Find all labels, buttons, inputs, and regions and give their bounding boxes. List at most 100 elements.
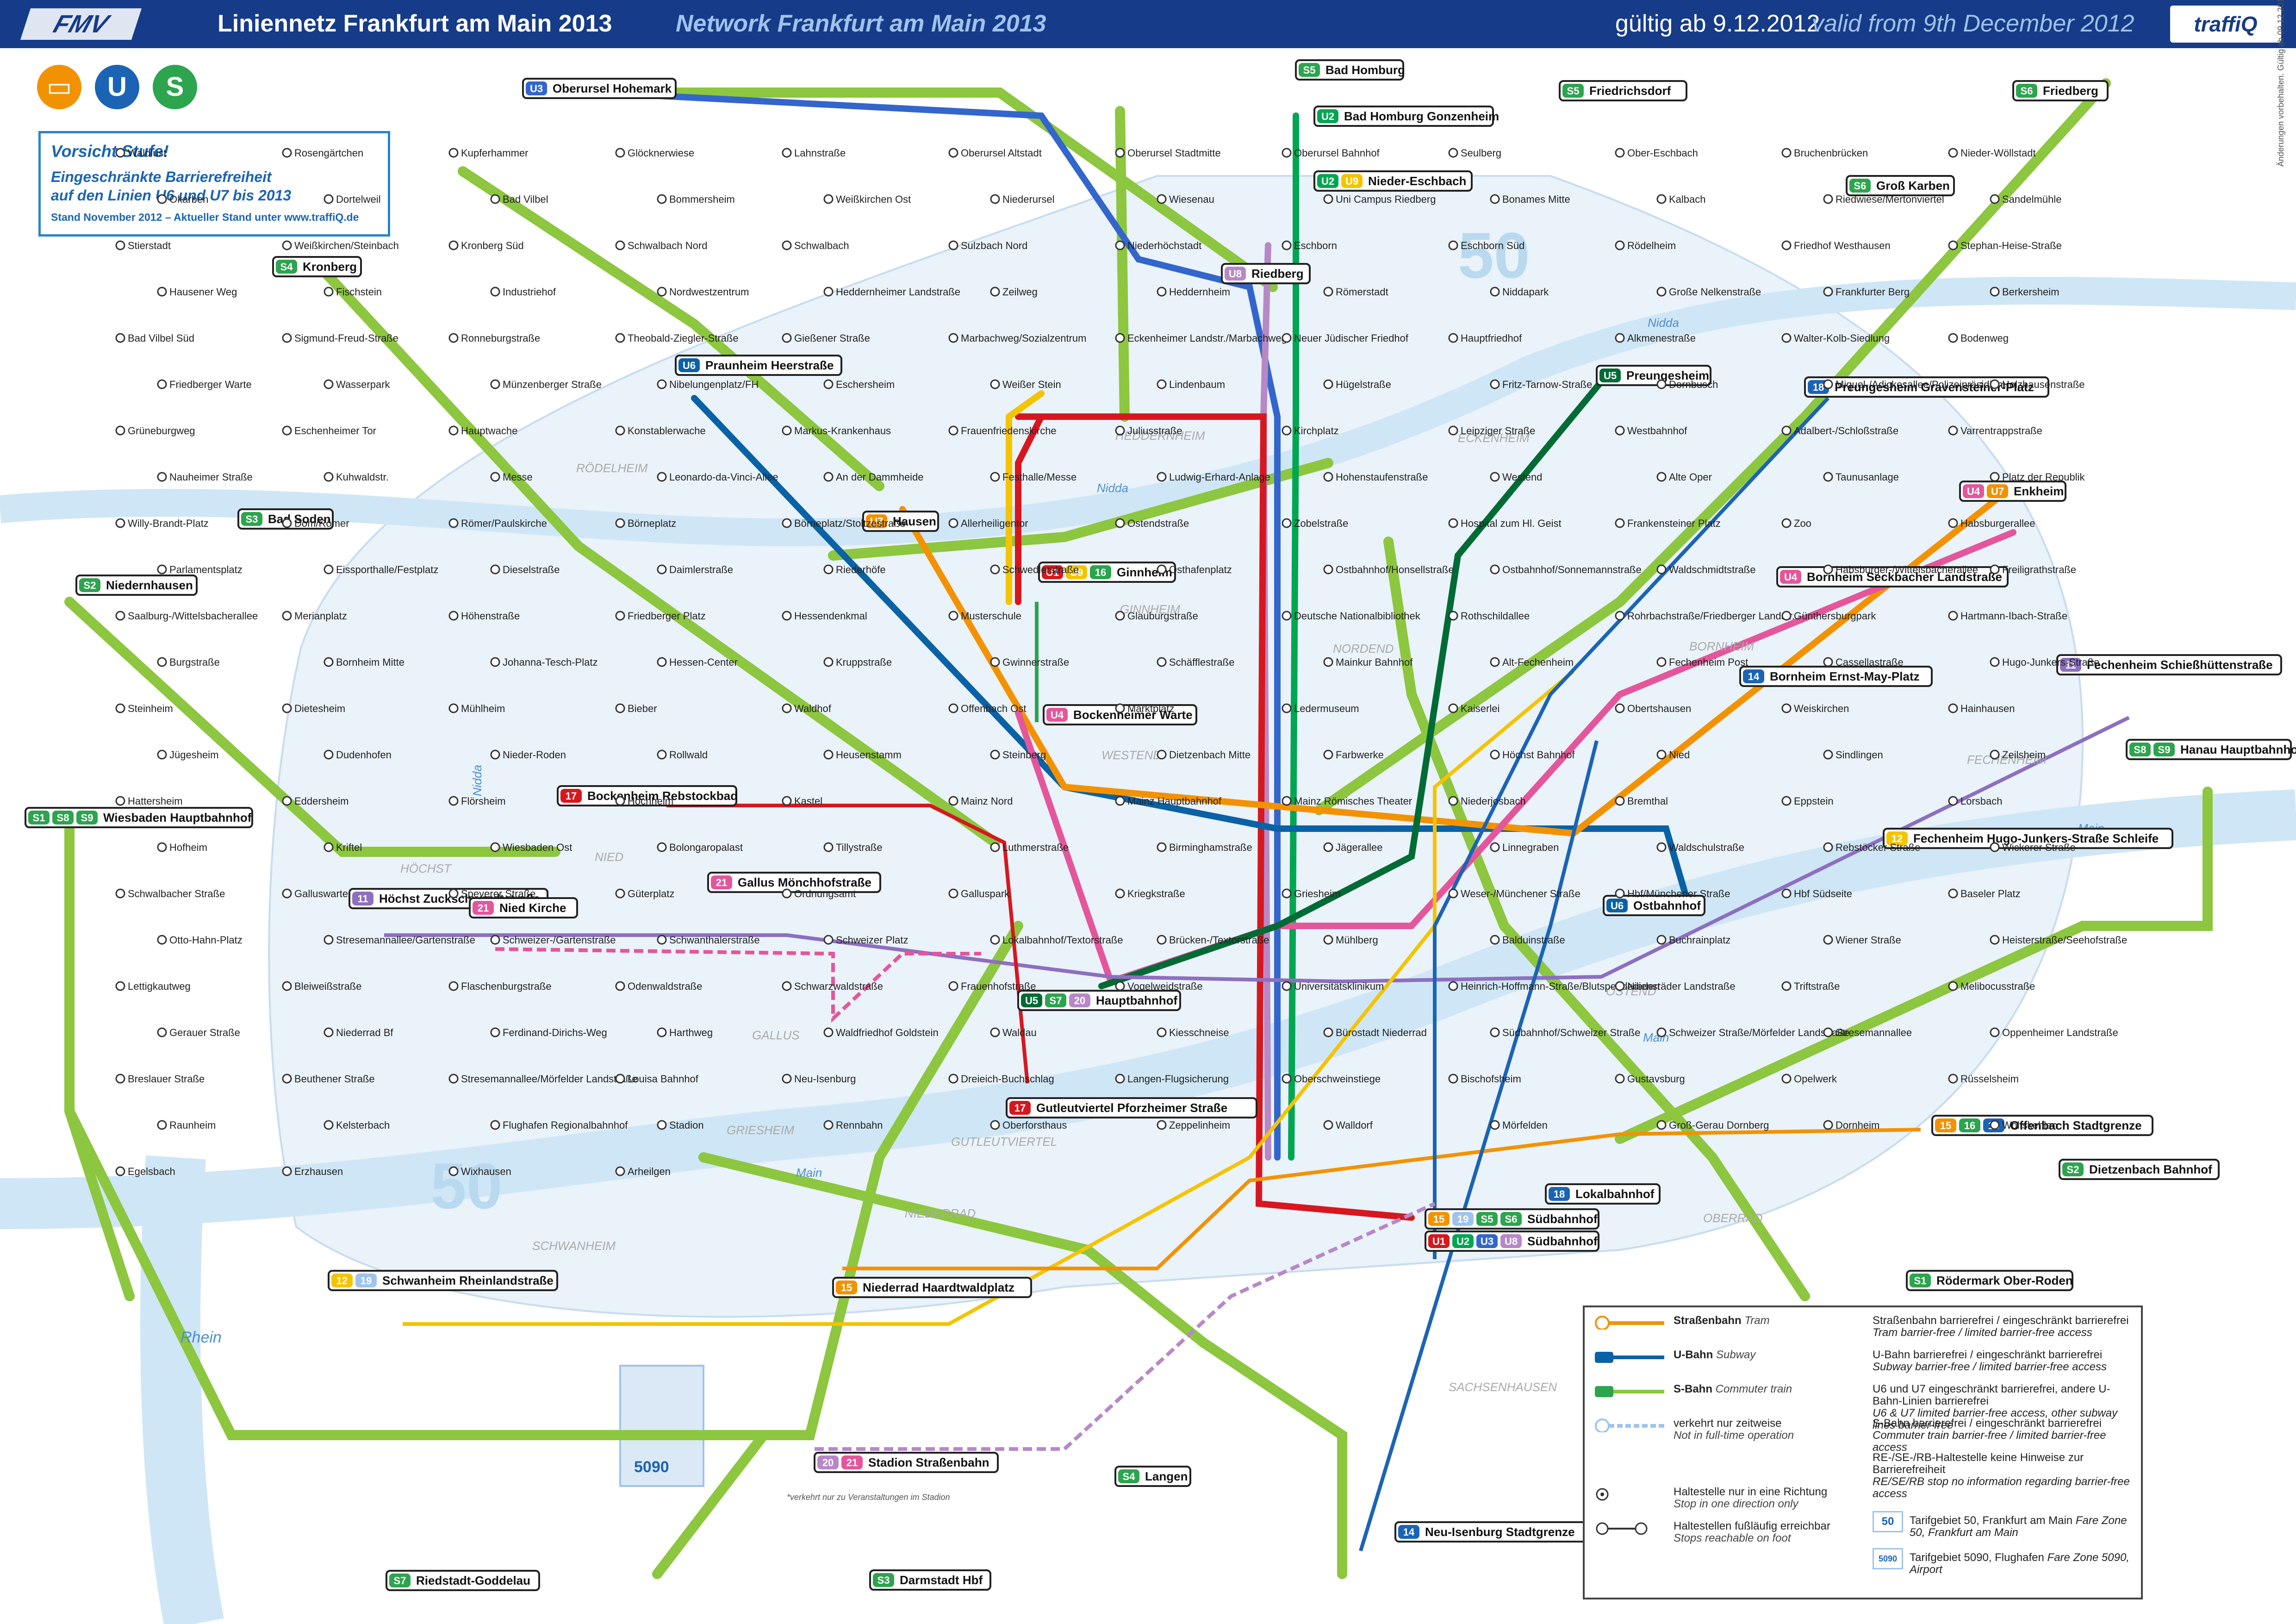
line-badge-label: 21 [478,902,489,914]
station-stop [1781,1074,1792,1084]
station-name: Breslauer Straße [128,1073,205,1085]
terminus-frame [469,897,578,918]
station-stop [1323,842,1333,852]
station-name: Leonardo-da-Vinci-Allee [669,471,778,483]
station-name: Schwarzwaldstraße [794,981,883,992]
stadium-note: *verkehrt nur zu Veranstaltungen im Stad… [787,1493,950,1502]
terminus-name: Bad Soden [268,512,331,526]
station-stop [1490,750,1500,760]
station-stop [324,1027,334,1037]
station-stop [1781,425,1792,436]
area-label: GRIESHEIM [727,1123,794,1137]
line-badge [2016,84,2037,98]
station-name: Weser-/Münchener Straße [1461,888,1580,899]
station-name: Sandelmühle [2002,194,2061,205]
station-name: Ostbahnhof/Honsellstraße [1336,564,1454,575]
zone-50-label: 50 [430,1149,503,1222]
header: FMV Liniennetz Frankfurt am Main 2013 Ne… [0,0,2296,48]
ubahn-mode-icon: U [95,65,139,109]
station-stop [1990,657,2000,667]
line-badge-label: S4 [280,261,293,273]
station-stop [782,611,792,621]
station-name: Willy-Brandt-Platz [128,518,209,529]
sbahn-lines [64,78,2213,1579]
station-name: Arheilgen [628,1166,671,1177]
station-stop [1781,981,1792,991]
area-label: OBERRAD [1703,1211,1763,1225]
terminus-name: Südbahnhof [1527,1234,1598,1248]
area-label: SACHSENHAUSEN [1449,1380,1557,1394]
station-stop [990,194,1000,204]
station-stop [1490,1120,1500,1130]
legend-zone5090: Tarifgebiet 5090, Flughafen [1910,1551,2044,1564]
terminus-name: Hanau Hauptbahnhof [2180,743,2296,756]
station-name: Wolfskehlen [2002,1119,2057,1131]
station-stop [948,425,958,436]
station-name: Oberursel Altstadt [961,147,1042,159]
station-stop [282,240,292,250]
terminus-name: Bockenheim Rebstockbad [587,789,738,803]
station-name: Bonames Mitte [1502,194,1570,205]
station-stop [1781,888,1792,899]
river-label: Main [796,1166,822,1180]
terminus-name: Kronberg [303,260,357,274]
station-stop [782,518,792,528]
station-stop [1615,518,1625,528]
station-stop [823,935,834,945]
station-stop [1282,425,1292,436]
station-stop [615,611,625,621]
station-stop [1157,750,1167,760]
area-label: GINNHEIM [1120,602,1180,616]
line-badge-label: S6 [2021,85,2033,97]
station-stop [324,287,334,297]
station-stop [448,888,459,899]
station-name: Bleiweißstraße [294,981,361,992]
station-stop [1157,842,1167,852]
station-stop [1115,240,1125,250]
station-stop [448,1166,459,1176]
station-stop [1823,287,1833,297]
station-stop [948,148,958,158]
line-badge [678,358,700,372]
station-stop [615,240,625,250]
area-label: BORNHEIM [1689,639,1754,653]
terminus-name: Riedstadt-Goddelau [416,1574,530,1587]
line-badge-label: S5 [1567,85,1580,97]
station-name: Hofheim [169,842,207,853]
station-stop [615,703,625,713]
line-badge-label: U2 [1321,175,1334,187]
station-stop [657,287,667,297]
station-name: Brücken-/Textorstraße [1169,934,1269,946]
station-name: Schäfflestraße [1169,656,1234,668]
station-stop [1448,333,1458,343]
station-stop [615,981,625,991]
station-name: Neuer Jüdischer Friedhof [1294,332,1409,344]
station-name: Zoo [1794,518,1811,529]
station-stop [1781,333,1792,343]
station-stop [1781,518,1792,528]
terminus-name: Bornheim Ernst-May-Platz [1770,669,1920,683]
station-stop [1615,1074,1625,1084]
terminus-name: Niederrad Haardtwaldplatz [863,1280,1014,1294]
station-name: Mainz Nord [961,795,1013,807]
tram-14 [1359,740,1599,1552]
station-stop [657,194,667,204]
station-name: Bremthal [1627,795,1668,807]
area-label: HEDDERNHEIM [1115,429,1205,443]
station-name: Dortelweil [336,194,381,205]
legend-tram-en: Tram [1744,1314,1770,1327]
station-stop [615,425,625,436]
station-name: Südbahnhof/Schweizer Straße [1502,1027,1640,1038]
area-label: OSTEND [1606,984,1656,998]
station-name: Erzhausen [294,1166,343,1177]
terminus-name: Bornheim Seckbacher Landstraße [1807,570,2002,584]
station-stop [948,333,958,343]
station-stop [782,1074,792,1084]
title-de: Liniennetz Frankfurt am Main 2013 [218,10,612,37]
station-stop [282,1074,292,1084]
line-badge [331,1274,353,1287]
